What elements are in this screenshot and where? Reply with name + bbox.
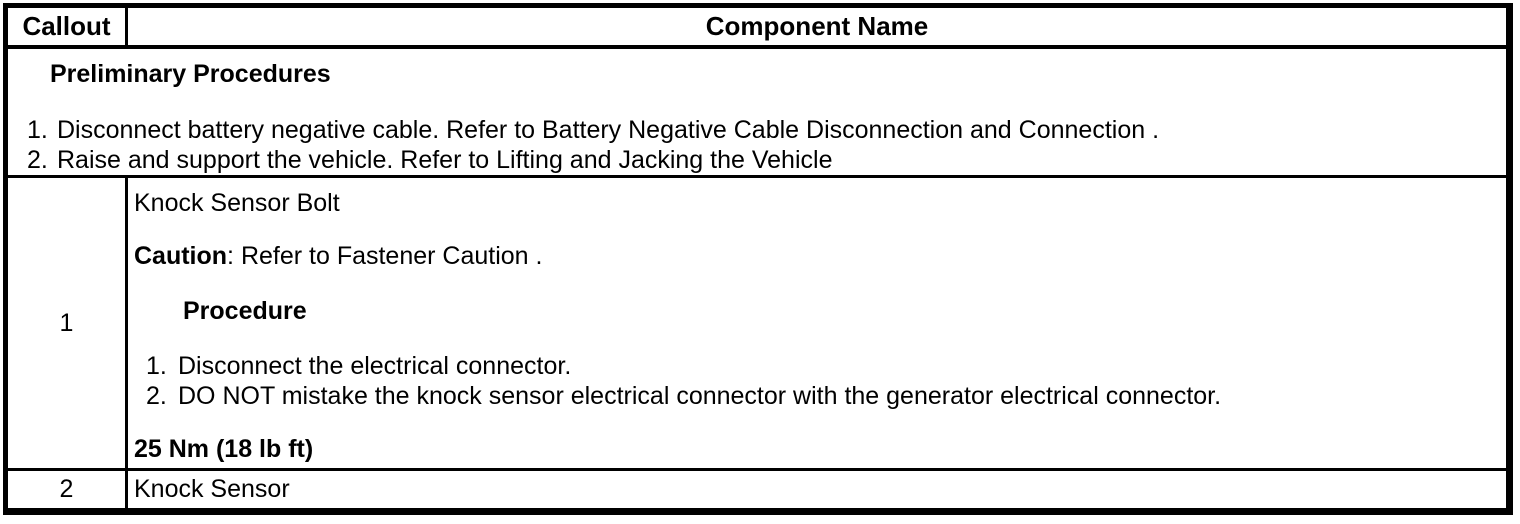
component-cell-1: Knock Sensor Bolt Caution: Refer to Fast… [125, 174, 1511, 471]
preliminary-step-2: Raise and support the vehicle. Refer to … [57, 145, 833, 174]
table-row-callout-2: 2 Knock Sensor [4, 467, 1511, 513]
caution-note: Caution: Refer to Fastener Caution . [134, 241, 1494, 271]
component-name-text: Knock Sensor Bolt [134, 188, 340, 217]
preliminary-step-1: Disconnect battery negative cable. Refer… [57, 115, 1160, 144]
table-header-row: Callout Component Name [4, 4, 1511, 49]
table-row-callout-1: 1 Knock Sensor Bolt Caution: Refer to Fa… [4, 174, 1511, 471]
callout-number-1: 1 [4, 174, 128, 471]
preliminary-procedures-title: Preliminary Procedures [50, 59, 331, 88]
callout-number-2: 2 [4, 467, 128, 513]
procedure-title: Procedure [183, 296, 307, 325]
component-callout-table: Callout Component Name Preliminary Proce… [3, 3, 1513, 515]
component-name-column-header: Component Name [125, 4, 1511, 49]
preliminary-procedures-row: Preliminary Procedures Disconnect batter… [4, 45, 1511, 178]
preliminary-procedures-cell: Preliminary Procedures Disconnect batter… [4, 45, 1511, 178]
caution-label: Caution [134, 241, 228, 270]
callout-column-header: Callout [4, 4, 128, 49]
caution-text: : Refer to Fastener Caution . [227, 241, 543, 270]
torque-spec: 25 Nm (18 lb ft) [134, 434, 314, 463]
component-name-text: Knock Sensor [125, 467, 1511, 513]
procedure-step-2: DO NOT mistake the knock sensor electric… [178, 381, 1222, 410]
procedure-steps-list: Disconnect the electrical connector. DO … [134, 351, 1494, 411]
preliminary-steps-list: Disconnect battery negative cable. Refer… [8, 115, 1506, 175]
procedure-step-1: Disconnect the electrical connector. [178, 351, 572, 380]
